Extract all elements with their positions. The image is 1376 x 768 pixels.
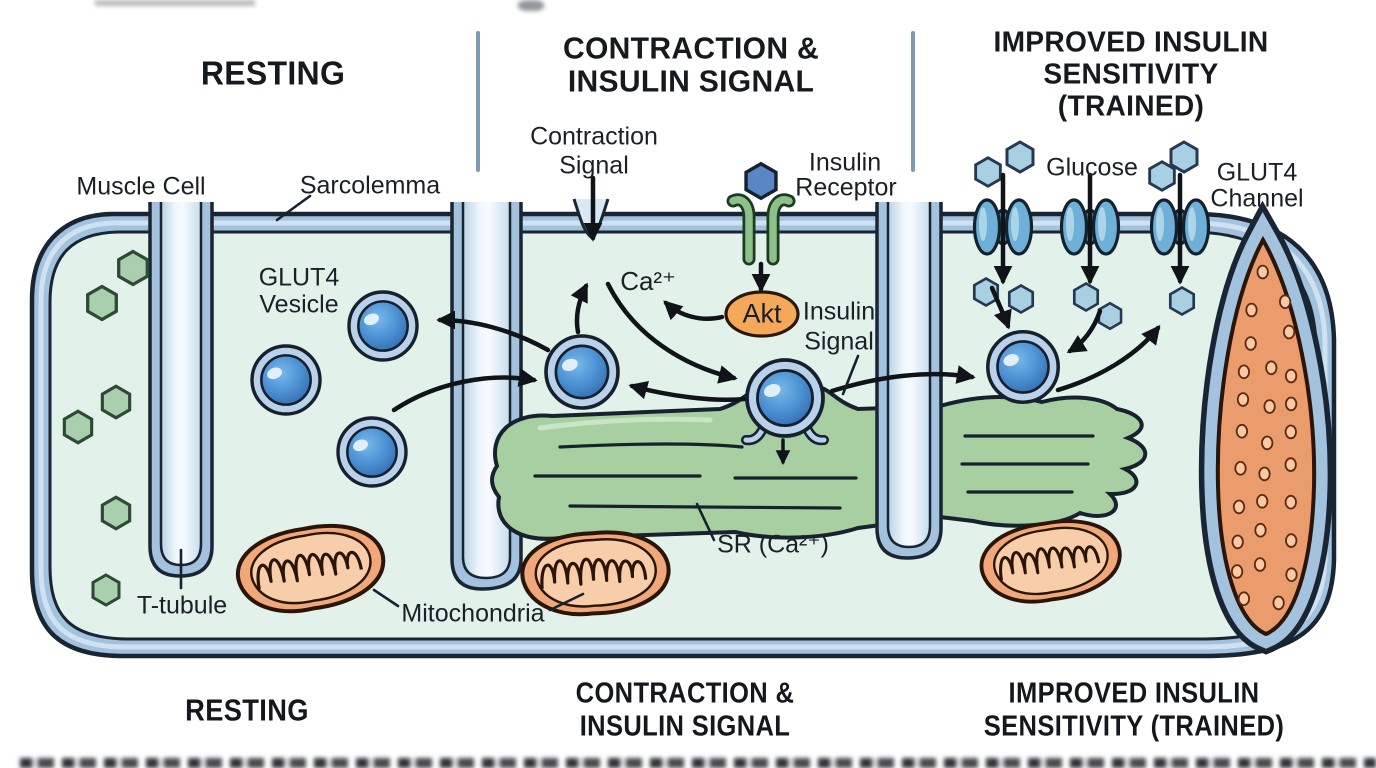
bottom-header-contraction-line1: CONTRACTION & (575, 677, 795, 710)
insulin-receptor-label-line2: Receptor (795, 173, 897, 202)
t-tubule-left (148, 202, 214, 578)
glut4-vesicle-trained (986, 330, 1060, 404)
middle-to-resting-arrow (436, 310, 551, 353)
top-header-resting: RESTING (200, 54, 346, 92)
bottom-header-trained-line1: IMPROVED INSULIN (1008, 677, 1260, 710)
glucose-uptake-arrow-1 (989, 285, 1012, 330)
glut4-vesicle-label-line1: GLUT4 (258, 263, 340, 292)
akt-label: Akt (742, 298, 782, 329)
resting-to-middle-arrow (391, 368, 538, 413)
docked-to-trained-arrow (829, 365, 976, 394)
calcium-label: Ca²⁺ (620, 266, 676, 296)
sarcolemma-pointer (275, 194, 312, 222)
cropped-text-artifact-top-2 (518, 0, 544, 11)
glut4-vesicle-docked (741, 358, 829, 465)
insulin-receptor (726, 162, 796, 266)
mitochondria-pointer-right (548, 592, 585, 612)
cropped-text-artifact-top-1 (95, 0, 255, 6)
contraction-signal-label-line1: Contraction (530, 122, 658, 151)
sr-pointer (695, 502, 716, 542)
insulin-molecule (744, 162, 778, 200)
glucose-uptake-arrow-2 (1066, 308, 1103, 354)
signal-arrows (391, 172, 1190, 413)
bottom-header-contraction-line2: INSULIN SIGNAL (579, 710, 791, 743)
top-header-trained-line3: (TRAINED) (1057, 90, 1205, 123)
bottom-header-trained-line2: SENSITIVITY (TRAINED) (983, 710, 1285, 743)
insulin-signal-pointer (841, 354, 860, 396)
mitochondria-label: Mitochondria (401, 599, 545, 628)
top-header-trained-line1: IMPROVED INSULIN (993, 26, 1269, 59)
vesicle-to-membrane-arrow (1055, 325, 1161, 393)
middle-vesicle-to-membrane-arrow (570, 282, 589, 335)
mitochondria-pointer-left (372, 588, 400, 608)
top-header-contraction-line2: INSULIN SIGNAL (567, 63, 815, 99)
bottom-header-resting: RESTING (185, 692, 309, 728)
glut4-vesicle-resting-1 (347, 290, 419, 362)
akt-to-calcium-arrow (663, 300, 725, 321)
insulin-receptor-label-line1: Insulin (808, 148, 882, 177)
sarcoplasmic-reticulum (490, 386, 1148, 541)
contraction-signal-label-line2: Signal (559, 151, 629, 180)
glut4-vesicle-resting-2 (250, 344, 322, 416)
myofibril-cross-section (1198, 200, 1334, 655)
calcium-to-vesicle-arrow (605, 281, 738, 384)
glut4-channel-label-line1: GLUT4 (1216, 158, 1298, 187)
sarcolemma-label: Sarcolemma (299, 171, 441, 200)
muscle-cell-label: Muscle Cell (76, 172, 206, 201)
myofibril-dots (1231, 264, 1298, 611)
glut4-vesicle-resting-3 (336, 416, 408, 488)
glut4-vesicle-label-line2: Vesicle (259, 290, 339, 319)
insulin-signal-label-line1: Insulin (802, 297, 876, 326)
glut4-vesicle-middle (544, 334, 620, 410)
top-header-trained-line2: SENSITIVITY (1043, 58, 1219, 91)
pointer-lines (179, 194, 860, 612)
docked-to-middle-vesicle-arrow (628, 380, 747, 403)
sr-label: SR (Ca²⁺) (717, 530, 829, 559)
t-tubule-label: T-tubule (136, 591, 228, 620)
cropped-text-artifact-bottom (20, 758, 1376, 768)
top-header-contraction-line1: CONTRACTION & (562, 30, 820, 66)
insulin-signal-label-line2: Signal (804, 327, 874, 356)
glucose-label: Glucose (1046, 153, 1138, 182)
glut4-channel-label-line2: Channel (1210, 184, 1304, 213)
